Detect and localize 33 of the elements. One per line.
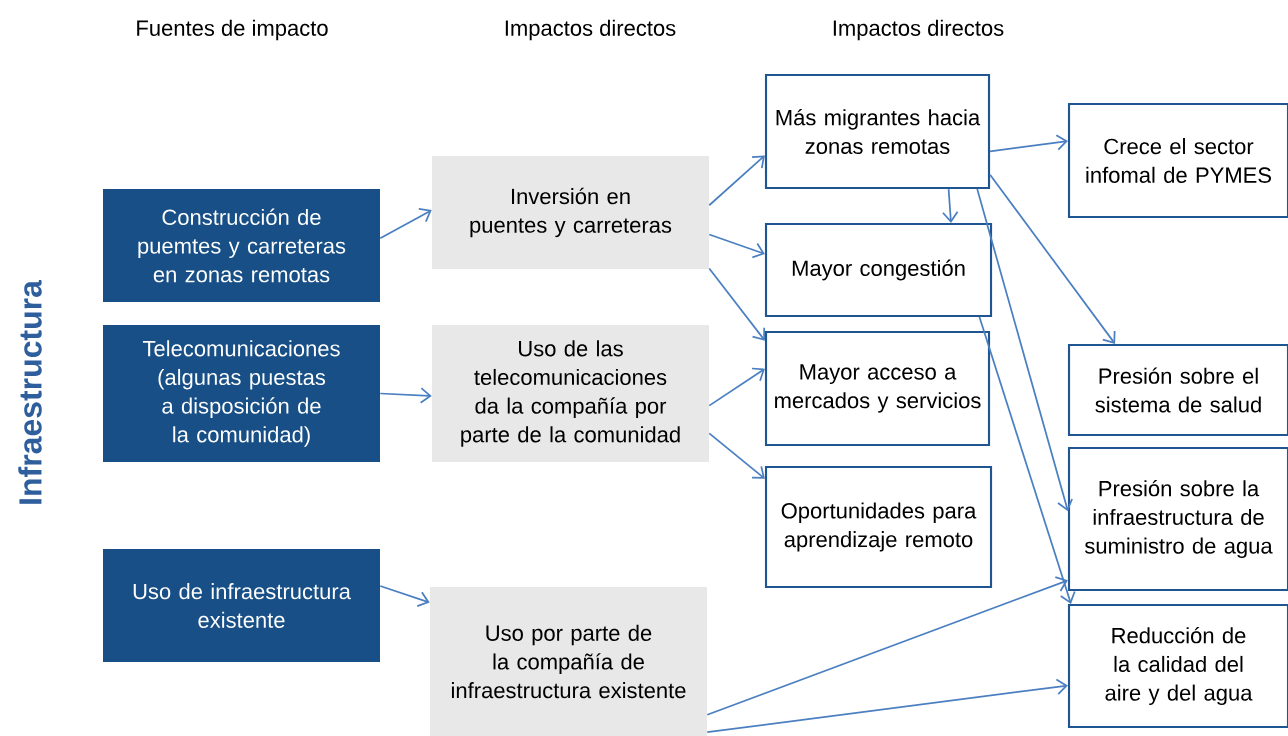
arrow (708, 367, 765, 407)
effect-box: Presión sobre el sistema de salud (1067, 343, 1288, 437)
arrow (989, 134, 1068, 153)
side-title: Infraestructura (18, 279, 42, 504)
source-box: Telecomunicaciones (algunas puestas a disposición de la comunidad) (103, 325, 380, 462)
column-heading: Fuentes de impacto (137, 19, 328, 41)
arrow (379, 585, 430, 607)
impact-box: Uso de las telecomunicaciones da la compañía por parte de la comunidad (432, 325, 709, 462)
arrow (708, 267, 766, 341)
arrow (976, 188, 1073, 512)
source-box: Construcción de puemtes y carreteras en zonas remotas (103, 189, 380, 302)
column-heading: Impactos directos (833, 19, 1004, 41)
source-box: Uso de infraestructura existente (103, 549, 380, 662)
impact-box: Uso por parte de la compañía de infraestructura existente (430, 587, 707, 736)
effect-box: Presión sobre la infraestructura de suministro de agua (1067, 446, 1288, 592)
impact-box: Inversión en puentes y carreteras (432, 156, 709, 269)
arrow (978, 316, 1076, 604)
arrow (989, 173, 1116, 344)
arrow (706, 576, 1068, 716)
arrow (708, 233, 765, 259)
effect-box: Mayor acceso a mercados y servicios (764, 330, 991, 447)
effect-box: Reducción de la calidad del aire y del agua (1067, 603, 1288, 729)
arrow (708, 155, 765, 207)
effect-box: Oportunidades para aprendizaje remoto (764, 465, 993, 589)
arrow (708, 432, 765, 479)
arrow (942, 188, 959, 223)
column-heading: Impactos directos (505, 19, 676, 41)
effect-box: Más migrantes hacia zonas remotas (764, 73, 991, 190)
effect-box: Crece el sector infomal de PYMES (1067, 102, 1288, 219)
arrow (706, 678, 1068, 734)
arrow (379, 207, 432, 240)
arrow (379, 387, 432, 404)
effect-box: Mayor congestión (764, 222, 993, 318)
